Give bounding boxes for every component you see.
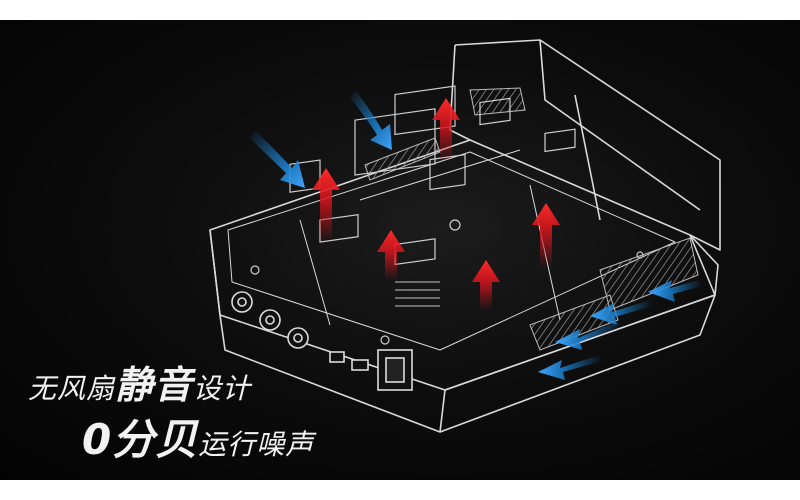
vent-grilles	[364, 87, 699, 351]
hot-airflow-arrows	[312, 98, 560, 310]
headline-part1: 无风扇	[28, 372, 116, 405]
subline: 0分贝运行噪声	[82, 406, 314, 467]
bottom-margin	[0, 480, 800, 500]
headline-part2: 设计	[193, 372, 252, 405]
hero-panel: 无风扇静音设计 0分贝运行噪声	[0, 20, 800, 480]
device-illustration	[209, 39, 721, 433]
subline-part2: 运行噪声	[198, 428, 315, 461]
subline-emphasis: 0分贝	[82, 415, 199, 464]
headline-emphasis: 静音	[115, 363, 194, 407]
front-connectors	[231, 291, 413, 391]
enclosure-wireframe	[209, 39, 721, 433]
headline: 无风扇静音设计	[28, 354, 251, 409]
top-margin	[0, 0, 800, 20]
cool-airflow-arrows	[250, 90, 702, 380]
